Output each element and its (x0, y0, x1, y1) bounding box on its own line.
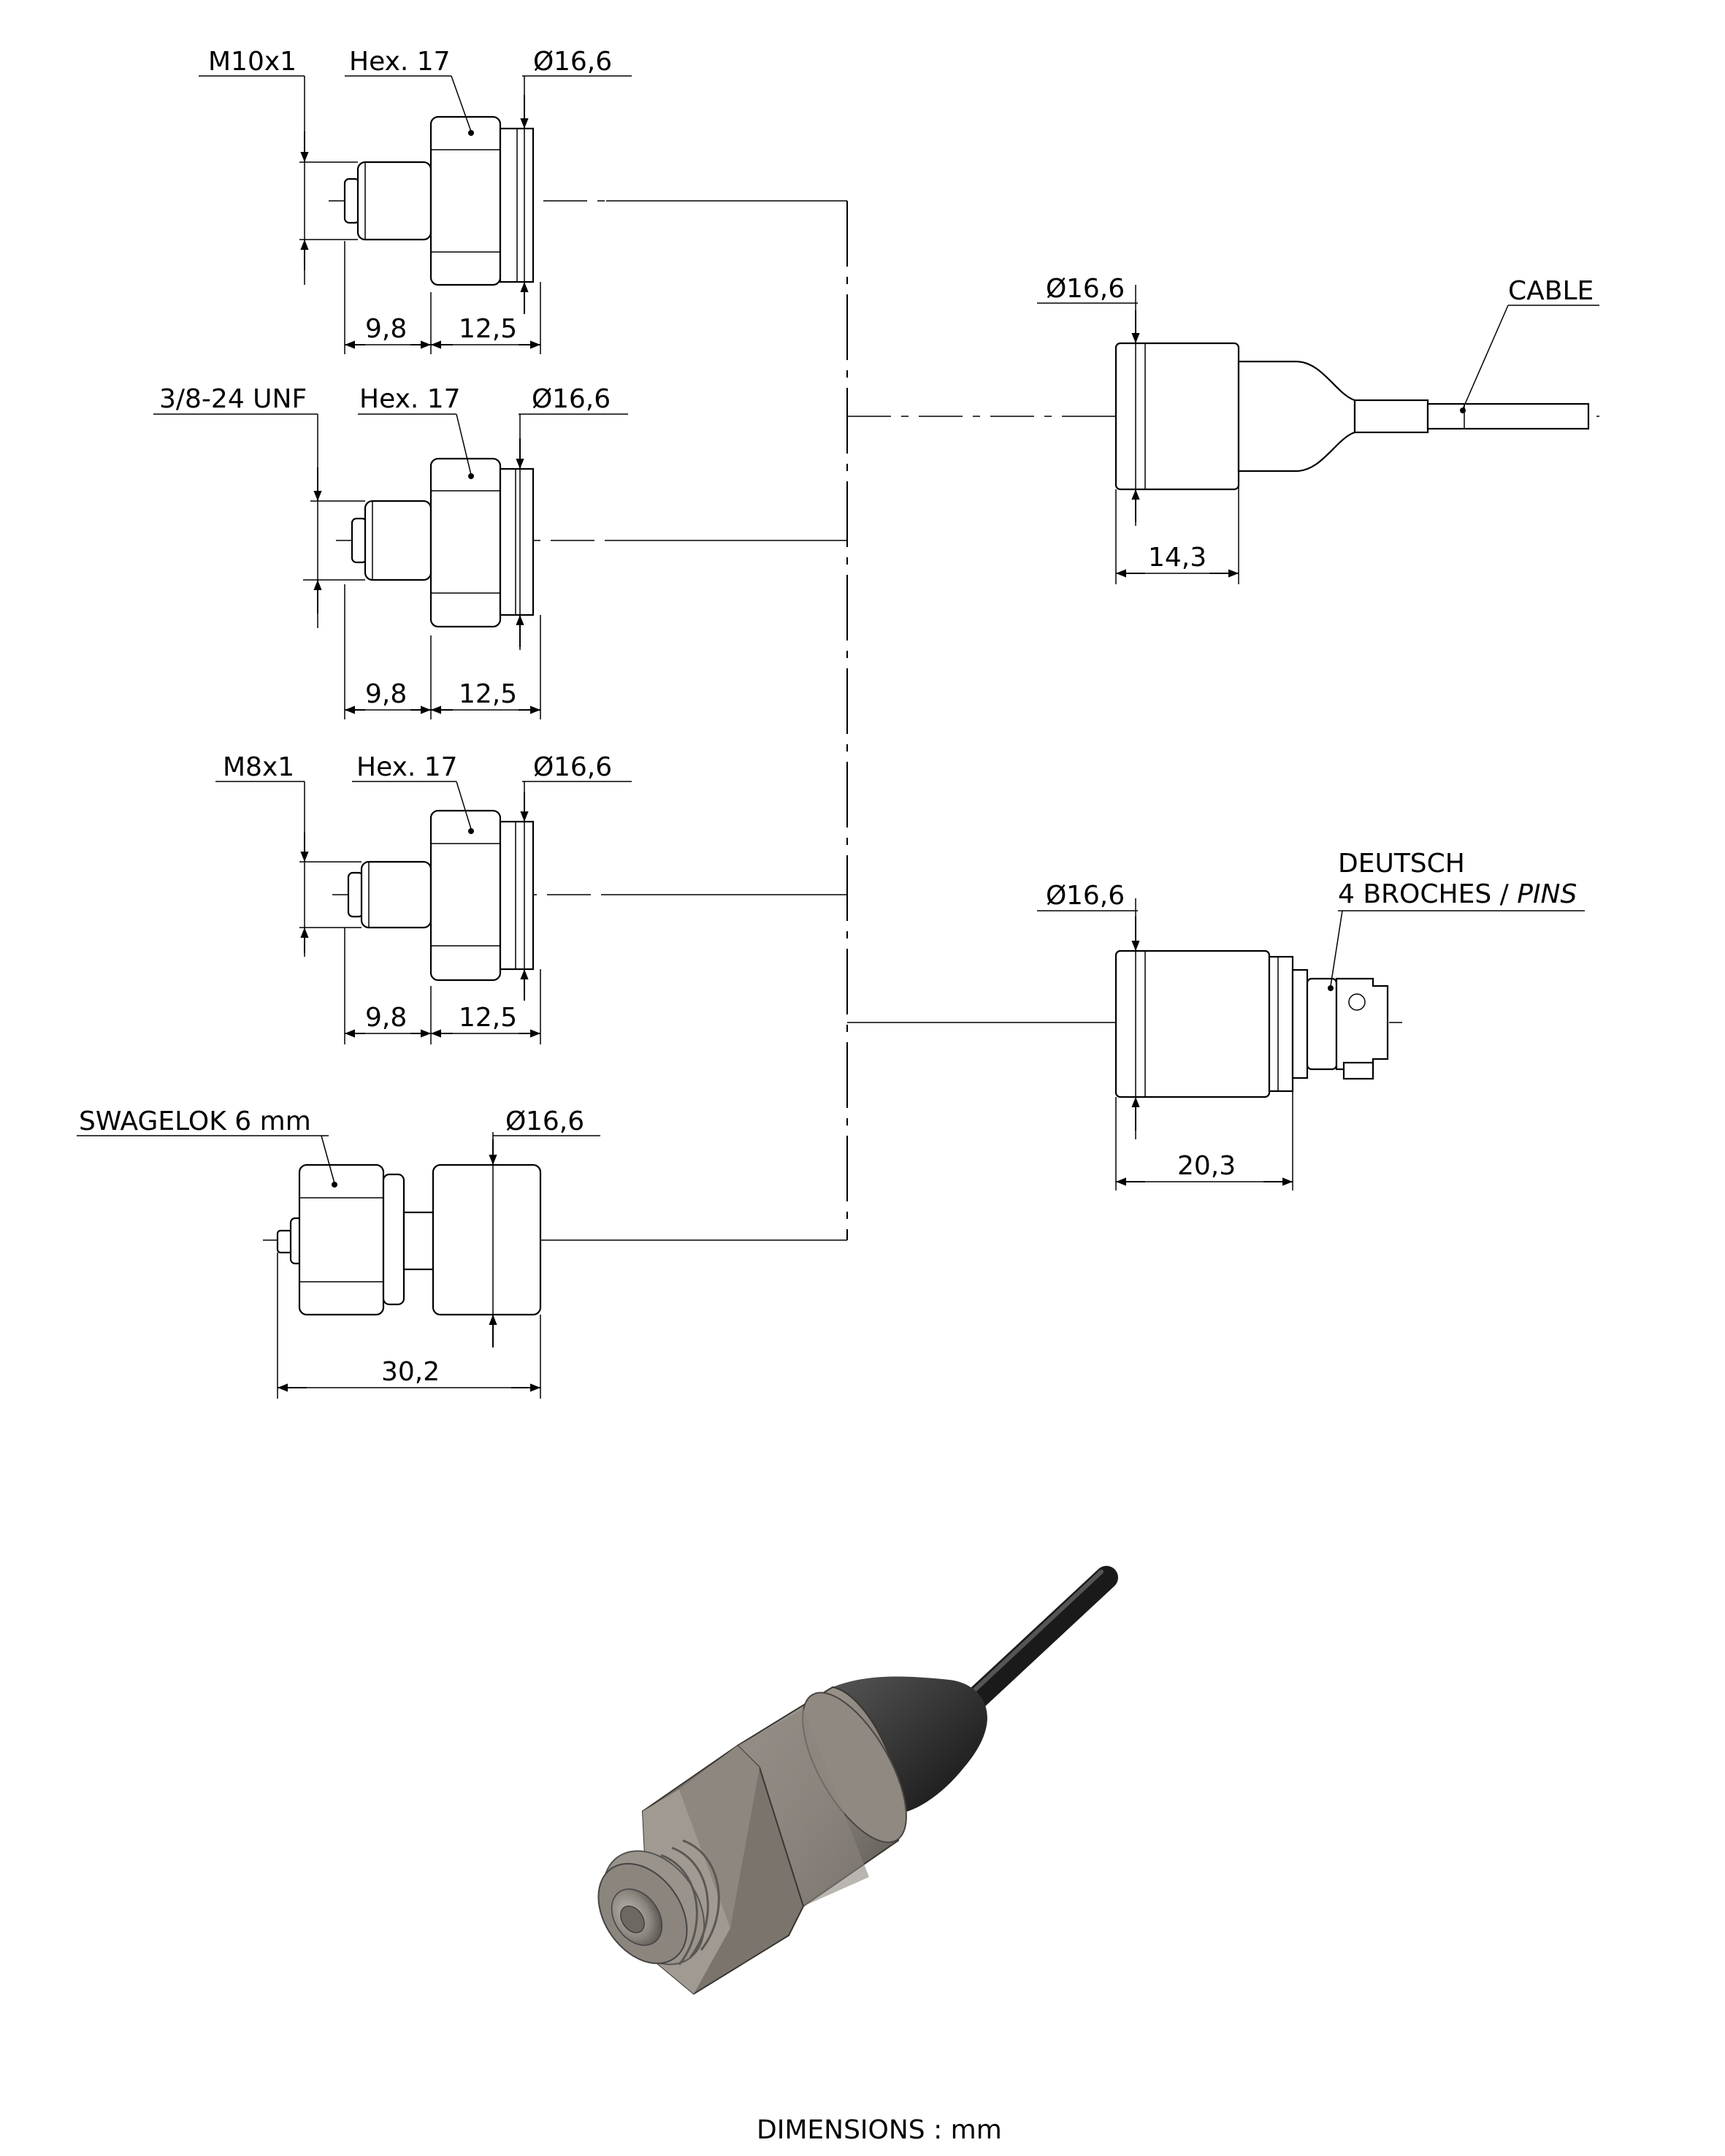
cable-label: CABLE (1508, 276, 1594, 306)
dim-a-label: 9,8 (365, 314, 407, 344)
connection-cable: Ø 16,6 CABLE 14,3 (1037, 274, 1599, 584)
diameter-symbol: Ø (1046, 881, 1066, 911)
dim-a-label: 9,8 (365, 1003, 407, 1033)
variant-m10x1: M10x1 Hex. 17 Ø 16,6 9,8 12,5 (199, 47, 847, 354)
thread-label: M10x1 (208, 47, 297, 77)
length-label: 14,3 (1148, 543, 1206, 573)
dim-b-label: 12,5 (459, 679, 517, 709)
deutsch-label-line1: DEUTSCH (1338, 849, 1465, 879)
diameter-symbol: Ø (1046, 274, 1066, 304)
hex-label: Hex. 17 (356, 752, 458, 782)
dim-total-label: 30,2 (381, 1357, 440, 1387)
diameter-symbol: Ø (533, 752, 554, 782)
variant-unf: 3/8-24 UNF Hex. 17 Ø 16,6 9,8 12,5 (153, 384, 847, 719)
thread-label: M8x1 (223, 752, 294, 782)
thread-label: 3/8-24 UNF (159, 384, 307, 414)
dim-a-label: 9,8 (365, 679, 407, 709)
variant-m8x1: M8x1 Hex. 17 Ø 16,6 9,8 12,5 (215, 752, 847, 1044)
diameter-label: 16,6 (552, 384, 611, 414)
sensor-3d-render (597, 1566, 1118, 1995)
connection-deutsch: Ø 16,6 DEUTSCH 4 BROCHES / PINS 20,3 (1037, 849, 1585, 1190)
deutsch-label-line2: 4 BROCHES / PINS (1338, 879, 1577, 909)
dim-b-label: 12,5 (459, 1003, 517, 1033)
diameter-label: 16,6 (1066, 881, 1125, 911)
diameter-label: 16,6 (1066, 274, 1125, 304)
thread-label: SWAGELOK 6 mm (79, 1106, 311, 1136)
footer-units: DIMENSIONS : mm (757, 2115, 1002, 2145)
diameter-label: 16,6 (554, 752, 612, 782)
diameter-symbol: Ø (533, 47, 554, 77)
hex-label: Hex. 17 (349, 47, 451, 77)
diameter-symbol: Ø (532, 384, 552, 414)
dim-b-label: 12,5 (459, 314, 517, 344)
diameter-label: 16,6 (554, 47, 612, 77)
diameter-symbol: Ø (505, 1106, 526, 1136)
hex-label: Hex. 17 (359, 384, 461, 414)
connection-bus (846, 201, 1103, 1240)
length-label: 20,3 (1177, 1151, 1236, 1181)
variant-swagelok: SWAGELOK 6 mm Ø 16,6 30,2 (77, 1106, 847, 1399)
diameter-label: 16,6 (526, 1106, 584, 1136)
